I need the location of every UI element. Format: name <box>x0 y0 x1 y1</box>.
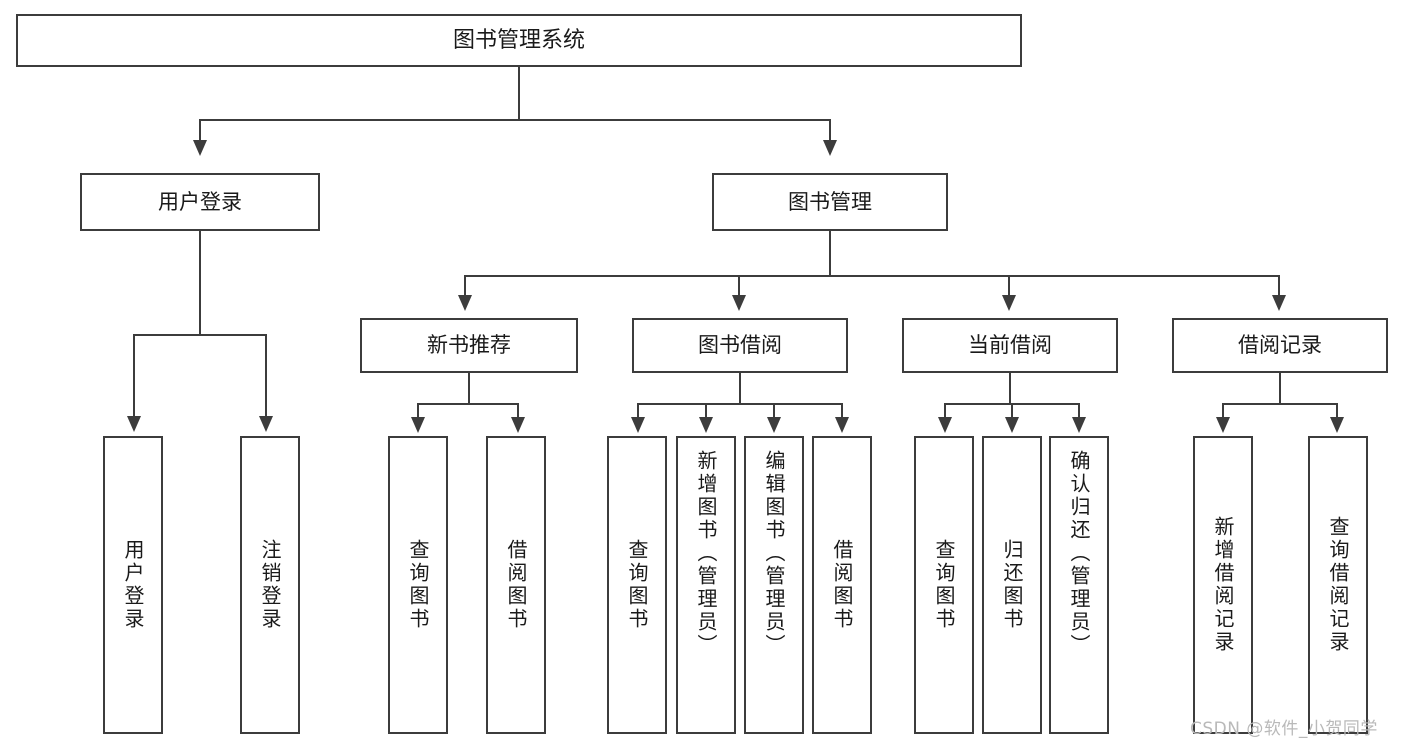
leaf-query-borrow-record[interactable]: 查询借阅记录 <box>1308 436 1368 734</box>
arrow-to-book-borrow <box>732 295 746 311</box>
edge-root-stem <box>518 67 520 120</box>
arrow-to-current-borrow <box>1002 295 1016 311</box>
edge-book-borrow-drop-4 <box>841 403 843 419</box>
node-label: 当前借阅 <box>968 333 1052 358</box>
arrow-to-leaf-query-book-3 <box>938 417 952 433</box>
arrow-to-leaf-return-book <box>1005 417 1019 433</box>
edge-book-borrow-stem <box>739 373 741 404</box>
node-label: 新增借阅记录 <box>1211 516 1235 654</box>
arrow-to-leaf-add-book <box>699 417 713 433</box>
edge-user-login-stem <box>199 231 201 335</box>
node-label: 图书管理 <box>788 189 872 214</box>
node-label: 归还图书 <box>1000 539 1024 631</box>
node-label: 借阅图书 <box>504 539 528 631</box>
node-book-borrow[interactable]: 图书借阅 <box>632 318 848 373</box>
edge-current-borrow-drop-1 <box>944 403 946 419</box>
edge-root-drop-left <box>199 119 201 142</box>
leaf-user-login[interactable]: 用户登录 <box>103 436 163 734</box>
arrow-to-leaf-edit-book <box>767 417 781 433</box>
leaf-query-book-current[interactable]: 查询图书 <box>914 436 974 734</box>
arrow-to-leaf-add-record <box>1216 417 1230 433</box>
edge-book-manage-stem <box>829 231 831 276</box>
leaf-logout[interactable]: 注销登录 <box>240 436 300 734</box>
edge-book-borrow-drop-1 <box>637 403 639 419</box>
node-label: 图书借阅 <box>698 333 782 358</box>
edge-new-book-bus <box>417 403 519 405</box>
node-label: 用户登录 <box>121 539 145 631</box>
node-label: 新增图书（管理员） <box>694 450 718 657</box>
edge-book-borrow-drop-3 <box>773 403 775 419</box>
node-new-book-recommend[interactable]: 新书推荐 <box>360 318 578 373</box>
edge-book-borrow-bus <box>637 403 843 405</box>
leaf-edit-book-admin[interactable]: 编辑图书（管理员） <box>744 436 804 734</box>
leaf-confirm-return-admin[interactable]: 确认归还（管理员） <box>1049 436 1109 734</box>
edge-l3-drop-1 <box>464 275 466 297</box>
node-borrow-record[interactable]: 借阅记录 <box>1172 318 1388 373</box>
arrow-to-leaf-borrow-book-2 <box>835 417 849 433</box>
leaf-borrow-book-borrow[interactable]: 借阅图书 <box>812 436 872 734</box>
node-label: 查询图书 <box>625 539 649 631</box>
edge-current-borrow-drop-2 <box>1011 403 1013 419</box>
arrow-to-leaf-logout <box>259 416 273 432</box>
node-label: 图书管理系统 <box>452 27 585 53</box>
arrow-to-leaf-confirm-return <box>1072 417 1086 433</box>
edge-user-login-drop-2 <box>265 334 267 418</box>
leaf-query-book-new[interactable]: 查询图书 <box>388 436 448 734</box>
node-label: 确认归还（管理员） <box>1067 450 1091 657</box>
leaf-return-book[interactable]: 归还图书 <box>982 436 1042 734</box>
edge-root-drop-right <box>829 119 831 142</box>
node-label: 借阅图书 <box>830 539 854 631</box>
arrow-to-new-book <box>458 295 472 311</box>
edge-l3-drop-3 <box>1008 275 1010 297</box>
edge-borrow-record-drop-2 <box>1336 403 1338 419</box>
edge-new-book-drop-1 <box>417 403 419 419</box>
leaf-borrow-book-new[interactable]: 借阅图书 <box>486 436 546 734</box>
node-label: 查询借阅记录 <box>1326 516 1350 654</box>
leaf-add-book-admin[interactable]: 新增图书（管理员） <box>676 436 736 734</box>
leaf-query-book-borrow[interactable]: 查询图书 <box>607 436 667 734</box>
edge-current-borrow-stem <box>1009 373 1011 404</box>
node-label: 新书推荐 <box>427 333 511 358</box>
edge-root-bus <box>199 119 831 121</box>
watermark: CSDN @软件_小贺同学 <box>1190 719 1378 739</box>
node-label: 注销登录 <box>258 539 282 631</box>
edge-user-login-bus <box>133 334 267 336</box>
node-book-management[interactable]: 图书管理 <box>712 173 948 231</box>
arrow-to-leaf-borrow-book-1 <box>511 417 525 433</box>
arrow-to-leaf-query-record <box>1330 417 1344 433</box>
node-label: 用户登录 <box>158 189 242 214</box>
arrow-to-leaf-query-book-2 <box>631 417 645 433</box>
arrow-to-borrow-record <box>1272 295 1286 311</box>
node-root-system[interactable]: 图书管理系统 <box>16 14 1022 67</box>
edge-user-login-drop-1 <box>133 334 135 418</box>
arrow-to-book-manage <box>823 140 837 156</box>
edge-book-borrow-drop-2 <box>705 403 707 419</box>
arrow-to-leaf-query-book-1 <box>411 417 425 433</box>
node-label: 借阅记录 <box>1238 333 1322 358</box>
edge-l3-drop-4 <box>1278 275 1280 297</box>
arrow-to-user-login <box>193 140 207 156</box>
edge-borrow-record-drop-1 <box>1222 403 1224 419</box>
edge-current-borrow-drop-3 <box>1078 403 1080 419</box>
edge-new-book-stem <box>468 373 470 404</box>
arrow-to-leaf-user-login <box>127 416 141 432</box>
edge-borrow-record-stem <box>1279 373 1281 404</box>
leaf-add-borrow-record[interactable]: 新增借阅记录 <box>1193 436 1253 734</box>
node-user-login[interactable]: 用户登录 <box>80 173 320 231</box>
edge-l3-drop-2 <box>738 275 740 297</box>
node-current-borrow[interactable]: 当前借阅 <box>902 318 1118 373</box>
edge-new-book-drop-2 <box>517 403 519 419</box>
edge-book-manage-bus <box>464 275 1280 277</box>
node-label: 查询图书 <box>406 539 430 631</box>
edge-borrow-record-bus <box>1222 403 1338 405</box>
node-label: 编辑图书（管理员） <box>762 450 786 657</box>
node-label: 查询图书 <box>932 539 956 631</box>
